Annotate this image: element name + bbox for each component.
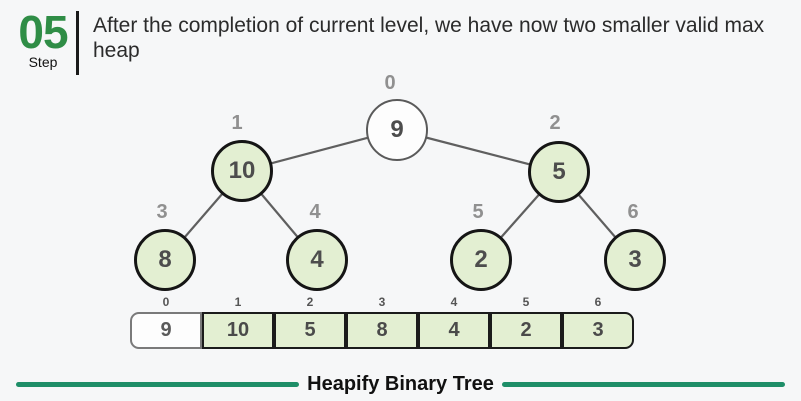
array-index-label: 6 [594,295,602,309]
array-cell: 5 [274,312,346,349]
node-index-label: 4 [309,201,321,223]
array-cell-row: 9 10 5 8 4 2 3 [130,312,640,349]
node-value: 4 [310,246,324,273]
node-index-label: 5 [472,201,484,223]
array-cell: 4 [418,312,490,349]
node-value: 8 [158,246,172,273]
tree-node-2: 2 [450,229,512,291]
node-value: 10 [228,157,256,184]
array-index-row: 0 1 2 3 4 5 6 [130,295,640,309]
tree-node-10: 10 [211,140,273,202]
header-divider [76,11,79,75]
array-cell: 10 [202,312,274,349]
cell-value: 9 [160,319,172,341]
array-index-label: 3 [378,295,386,309]
array-cell: 8 [346,312,418,349]
footer-rule-left [16,382,300,387]
node-value: 5 [552,158,566,185]
array-index-label: 4 [450,295,458,309]
node-index-label: 0 [384,72,396,94]
array-index-label: 1 [234,295,242,309]
footer: Heapify Binary Tree [0,373,801,396]
heap-array: 0 1 2 3 4 5 6 9 10 5 8 4 2 3 [130,295,640,349]
node-value: 9 [390,116,404,143]
array-cell: 2 [490,312,562,349]
cell-value: 4 [448,319,460,341]
tree-node-8: 8 [134,229,196,291]
array-cell: 9 [130,312,202,349]
step-block: 05 Step [12,8,74,70]
node-index-label: 2 [549,112,561,134]
step-label: Step [28,54,58,70]
array-index-label: 0 [162,295,170,309]
node-index-label: 6 [627,201,639,223]
node-index-label: 3 [156,201,168,223]
array-index-label: 5 [522,295,530,309]
cell-value: 8 [376,319,388,341]
array-index-label: 2 [306,295,314,309]
array-cell: 3 [562,312,634,349]
step-description: After the completion of current level, w… [93,14,765,62]
cell-value: 3 [592,319,604,341]
tree-node-3: 3 [604,229,666,291]
node-index-label: 1 [231,112,243,134]
cell-value: 10 [226,319,250,341]
node-value: 3 [628,246,642,273]
tree-node-9: 9 [366,99,428,161]
cell-value: 2 [520,319,532,341]
diagram-title: Heapify Binary Tree [307,373,494,395]
footer-rule-right [501,382,785,387]
node-value: 2 [474,246,488,273]
tree-node-4: 4 [286,229,348,291]
tree-node-5: 5 [528,141,590,203]
step-number: 05 [18,6,68,58]
cell-value: 5 [304,319,316,341]
